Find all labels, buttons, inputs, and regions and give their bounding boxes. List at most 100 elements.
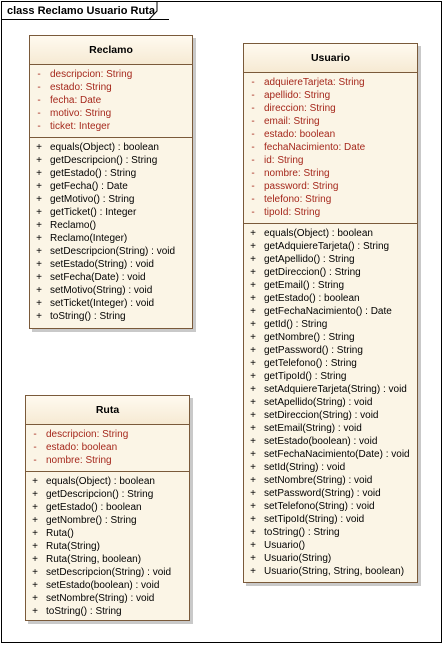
attribute-row[interactable]: -fecha: Date: [30, 94, 192, 107]
operation-row[interactable]: +getEmail() : String: [244, 279, 417, 292]
attribute-row[interactable]: -descripcion: String: [30, 68, 192, 81]
operation-row[interactable]: +equals(Object) : boolean: [244, 227, 417, 240]
operation-row[interactable]: + getTelefono() : String: [244, 357, 417, 370]
operation-row[interactable]: +Usuario(String): [244, 552, 417, 565]
operation-text: getNombre() : String: [46, 515, 137, 526]
operation-row[interactable]: +setEstado(boolean) : void: [26, 579, 189, 592]
operation-row[interactable]: +setApellido(String) : void: [244, 396, 417, 409]
operation-row[interactable]: +getId() : String: [244, 318, 417, 331]
operation-row[interactable]: +setAdquiereTarjeta(String) : void: [244, 383, 417, 396]
operation-row[interactable]: +Usuario(): [244, 539, 417, 552]
class-name: Usuario: [244, 44, 417, 73]
attribute-row[interactable]: -motivo: String: [30, 107, 192, 120]
public-visibility-marker: +: [250, 371, 256, 382]
operation-row[interactable]: +toString() : String: [26, 605, 189, 618]
class-ruta[interactable]: Ruta -descripcion: String-estado: boolea…: [25, 395, 190, 621]
private-visibility-marker: -: [251, 194, 255, 205]
operation-row[interactable]: +getFecha() : Date: [30, 180, 192, 193]
operation-text: getTelefono() : String: [264, 358, 357, 369]
operation-text: getEstado() : boolean: [264, 293, 360, 304]
operation-row[interactable]: +setId(String) : void: [244, 461, 417, 474]
private-visibility-marker: -: [251, 207, 255, 218]
attribute-text: motivo: String: [50, 108, 112, 119]
operation-row[interactable]: +Usuario(String, String, boolean): [244, 565, 417, 578]
attribute-row[interactable]: -ticket: Integer: [30, 120, 192, 133]
attribute-row[interactable]: -id: String: [244, 154, 417, 167]
operation-row[interactable]: +getEstado() : boolean: [26, 501, 189, 514]
operation-row[interactable]: +setDescripcion(String) : void: [26, 566, 189, 579]
attribute-text: tipoId: String: [264, 207, 321, 218]
operation-row[interactable]: +getNombre() : String: [26, 514, 189, 527]
operation-row[interactable]: +getAdquiereTarjeta() : String: [244, 240, 417, 253]
attribute-row[interactable]: -tipoId: String: [244, 206, 417, 219]
public-visibility-marker: +: [36, 155, 42, 166]
operation-row[interactable]: +setEstado(boolean) : void: [244, 435, 417, 448]
operation-row[interactable]: +toString() : String: [30, 310, 192, 323]
operation-row[interactable]: +setNombre(String) : void: [26, 592, 189, 605]
operation-row[interactable]: +Ruta(): [26, 527, 189, 540]
public-visibility-marker: +: [250, 527, 256, 538]
operation-row[interactable]: +Reclamo(): [30, 219, 192, 232]
attribute-text: id: String: [264, 155, 304, 166]
operation-row[interactable]: +setTelefono(String) : void: [244, 500, 417, 513]
operation-text: setNombre(String) : void: [264, 475, 373, 486]
operation-row[interactable]: +getDireccion() : String: [244, 266, 417, 279]
public-visibility-marker: +: [250, 540, 256, 551]
attribute-text: descripcion: String: [46, 429, 129, 440]
private-visibility-marker: -: [251, 129, 255, 140]
operation-row[interactable]: +getEstado() : String: [30, 167, 192, 180]
operation-row[interactable]: +getTicket() : Integer: [30, 206, 192, 219]
private-visibility-marker: -: [37, 95, 41, 106]
operation-row[interactable]: +getNombre() : String: [244, 331, 417, 344]
public-visibility-marker: +: [250, 358, 256, 369]
operation-row[interactable]: +toString() : String: [244, 526, 417, 539]
attribute-row[interactable]: -fechaNacimiento: Date: [244, 141, 417, 154]
attribute-row[interactable]: -email: String: [244, 115, 417, 128]
attribute-row[interactable]: -telefono: String: [244, 193, 417, 206]
operation-row[interactable]: +getApellido() : String: [244, 253, 417, 266]
attribute-row[interactable]: -apellido: String: [244, 89, 417, 102]
attribute-row[interactable]: -password: String: [244, 180, 417, 193]
operation-row[interactable]: +setMotivo(String) : void: [30, 284, 192, 297]
operation-row[interactable]: +setEmail(String) : void: [244, 422, 417, 435]
public-visibility-marker: +: [250, 384, 256, 395]
operation-row[interactable]: +Ruta(String): [26, 540, 189, 553]
attribute-row[interactable]: -direccion: String: [244, 102, 417, 115]
operation-row[interactable]: +getEstado() : boolean: [244, 292, 417, 305]
attribute-text: fechaNacimiento: Date: [264, 142, 366, 153]
operation-row[interactable]: +setNombre(String) : void: [244, 474, 417, 487]
operation-row[interactable]: +setDescripcion(String) : void: [30, 245, 192, 258]
class-usuario[interactable]: Usuario -adquiereTarjeta: String-apellid…: [243, 43, 418, 583]
operation-row[interactable]: +setTipoId(String) : void: [244, 513, 417, 526]
attribute-row[interactable]: -estado: boolean: [244, 128, 417, 141]
operation-row[interactable]: +getMotivo() : String: [30, 193, 192, 206]
public-visibility-marker: +: [250, 462, 256, 473]
class-reclamo[interactable]: Reclamo -descripcion: String-estado: Str…: [29, 35, 193, 329]
operation-row[interactable]: +setTicket(Integer) : void: [30, 297, 192, 310]
operation-row[interactable]: +setFecha(Date) : void: [30, 271, 192, 284]
public-visibility-marker: +: [250, 306, 256, 317]
operation-row[interactable]: +Ruta(String, boolean): [26, 553, 189, 566]
operation-text: setEstado(boolean) : void: [46, 580, 160, 591]
operation-row[interactable]: +getTipoId() : String: [244, 370, 417, 383]
attribute-row[interactable]: -descripcion: String: [26, 428, 189, 441]
attribute-row[interactable]: -adquiereTarjeta: String: [244, 76, 417, 89]
operation-row[interactable]: +equals(Object) : boolean: [26, 475, 189, 488]
attribute-row[interactable]: -nombre: String: [244, 167, 417, 180]
operation-row[interactable]: +equals(Object) : boolean: [30, 141, 192, 154]
operation-row[interactable]: +setDireccion(String) : void: [244, 409, 417, 422]
attributes-compartment: -adquiereTarjeta: String-apellido: Strin…: [244, 73, 417, 224]
operation-row[interactable]: +getDescripcion() : String: [30, 154, 192, 167]
attribute-row[interactable]: -estado: boolean: [26, 441, 189, 454]
operation-row[interactable]: +setFechaNacimiento(Date) : void: [244, 448, 417, 461]
operation-row[interactable]: +setPassword(String) : void: [244, 487, 417, 500]
operation-row[interactable]: +setEstado(String) : void: [30, 258, 192, 271]
attribute-row[interactable]: -nombre: String: [26, 454, 189, 467]
operation-row[interactable]: +getDescripcion() : String: [26, 488, 189, 501]
public-visibility-marker: +: [36, 194, 42, 205]
operation-row[interactable]: +Reclamo(Integer): [30, 232, 192, 245]
operation-text: Reclamo(Integer): [50, 233, 128, 244]
operation-row[interactable]: +getPassword() : String: [244, 344, 417, 357]
operation-row[interactable]: +getFechaNacimiento() : Date: [244, 305, 417, 318]
attribute-row[interactable]: -estado: String: [30, 81, 192, 94]
